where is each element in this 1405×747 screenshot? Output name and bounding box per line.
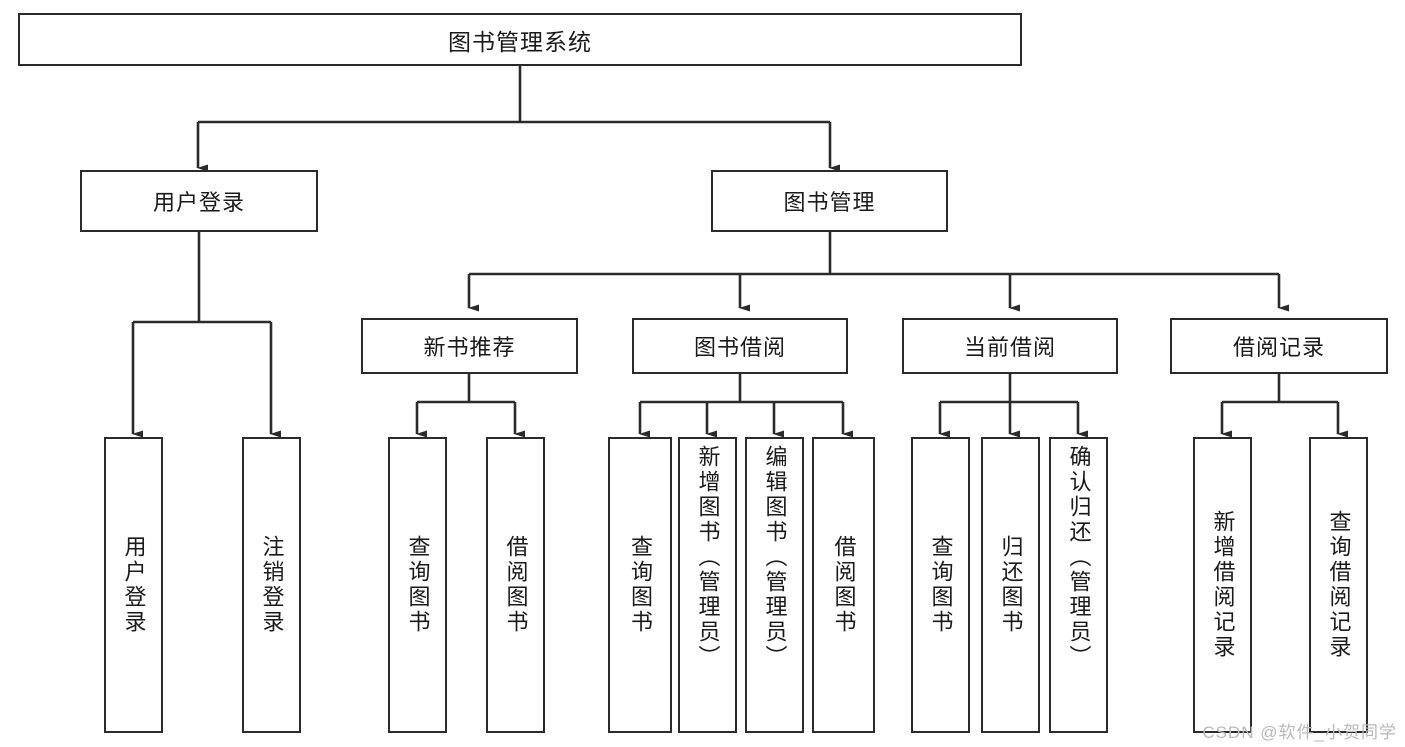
leaf-book-borrow-borrow[interactable]: 借阅图书 [812, 437, 875, 733]
node-label: 图书管理系统 [448, 28, 592, 55]
leaf-user-login-logout[interactable]: 注销登录 [242, 437, 301, 733]
node-user-login[interactable]: 用户登录 [80, 170, 318, 232]
leaf-new-book-borrow[interactable]: 借阅图书 [486, 437, 545, 733]
node-label: 查询图书 [405, 535, 431, 635]
node-label: 确认归还（管理员） [1066, 445, 1092, 670]
leaf-book-borrow-edit[interactable]: 编辑图书（管理员） [745, 437, 804, 733]
node-label: 当前借阅 [963, 335, 1056, 360]
node-label: 编辑图书（管理员） [762, 445, 788, 670]
leaf-book-borrow-query[interactable]: 查询图书 [608, 437, 672, 733]
node-label: 图书借阅 [693, 335, 786, 360]
node-label: 新书推荐 [423, 335, 516, 360]
node-label: 借阅图书 [503, 535, 529, 635]
leaf-borrow-record-query[interactable]: 查询借阅记录 [1309, 437, 1368, 733]
leaf-current-borrow-query[interactable]: 查询图书 [911, 437, 970, 733]
leaf-borrow-record-add[interactable]: 新增借阅记录 [1193, 437, 1252, 733]
node-label: 查询借阅记录 [1326, 510, 1352, 660]
leaf-new-book-query[interactable]: 查询图书 [388, 437, 447, 733]
node-label: 查询图书 [928, 535, 954, 635]
leaf-user-login-login[interactable]: 用户登录 [104, 437, 163, 733]
node-label: 借阅图书 [831, 535, 857, 635]
node-new-book-recommend[interactable]: 新书推荐 [361, 318, 578, 374]
node-label: 图书管理 [783, 190, 876, 215]
node-label: 用户登录 [121, 535, 147, 635]
node-label: 用户登录 [152, 190, 245, 215]
node-book-borrow[interactable]: 图书借阅 [632, 318, 848, 374]
node-label: 借阅记录 [1232, 335, 1325, 360]
leaf-current-borrow-confirm[interactable]: 确认归还（管理员） [1049, 437, 1108, 733]
node-label: 新增图书（管理员） [695, 445, 721, 670]
node-label: 查询图书 [628, 535, 653, 635]
node-root-system[interactable]: 图书管理系统 [18, 13, 1022, 66]
node-borrow-record[interactable]: 借阅记录 [1170, 318, 1388, 374]
node-label: 归还图书 [998, 535, 1024, 635]
leaf-book-borrow-add[interactable]: 新增图书（管理员） [678, 437, 737, 733]
node-label: 新增借阅记录 [1210, 510, 1236, 660]
node-current-borrow[interactable]: 当前借阅 [902, 318, 1118, 374]
leaf-current-borrow-return[interactable]: 归还图书 [981, 437, 1040, 733]
node-book-management[interactable]: 图书管理 [711, 170, 948, 232]
node-label: 注销登录 [259, 535, 285, 635]
